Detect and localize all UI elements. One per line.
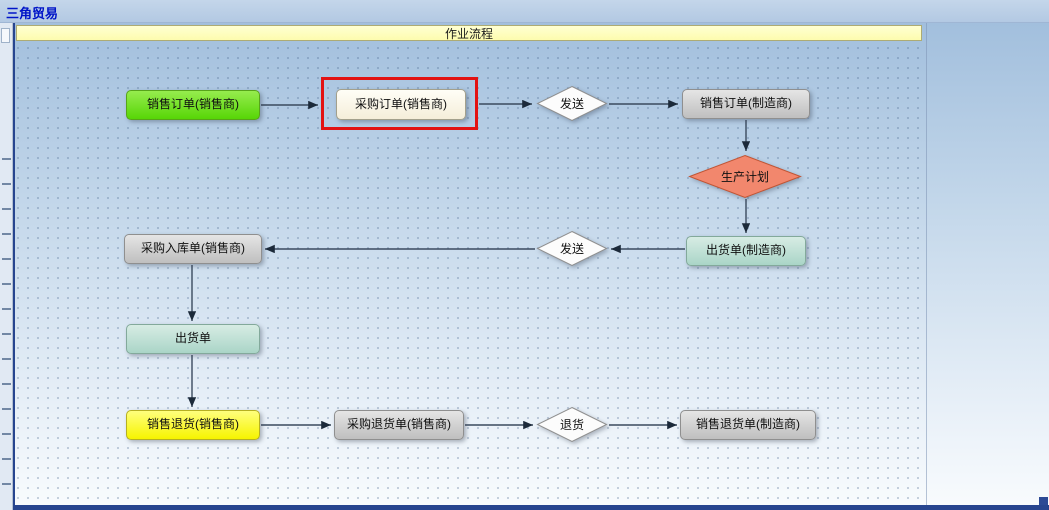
flow-node-shipment-maker[interactable]: 出货单(制造商) [686, 236, 806, 266]
scrollbar-corner [1039, 497, 1048, 505]
node-label: 采购退货单(销售商) [347, 417, 451, 432]
page-right-edge [926, 23, 927, 505]
flow-node-sales-return-maker[interactable]: 销售退货单(制造商) [680, 410, 816, 440]
node-label: 销售订单(制造商) [700, 96, 792, 111]
flow-decision-send-mid[interactable]: 发送 [536, 230, 608, 267]
canvas-bottom-border [13, 505, 1049, 510]
flow-title-label: 作业流程 [444, 26, 493, 41]
canvas-left-border [13, 23, 15, 510]
decision-label: 发送 [559, 242, 584, 256]
flow-node-shipment[interactable]: 出货单 [126, 324, 260, 354]
flow-decision-return[interactable]: 退货 [536, 406, 608, 443]
node-label: 出货单(制造商) [706, 243, 786, 258]
ruler-ticks [2, 135, 11, 507]
diamond-shape [536, 230, 608, 267]
flow-node-sales-order-maker[interactable]: 销售订单(制造商) [682, 89, 810, 119]
flow-node-sales-order-seller[interactable]: 销售订单(销售商) [126, 90, 260, 120]
node-label: 销售订单(销售商) [147, 97, 239, 112]
node-label: 出货单 [174, 331, 211, 346]
flow-node-purchase-return-seller[interactable]: 采购退货单(销售商) [334, 410, 464, 440]
flow-node-purchase-receipt-seller[interactable]: 采购入库单(销售商) [124, 234, 262, 264]
flow-decision-production-plan[interactable]: 生产计划 [688, 154, 802, 199]
node-label: 销售退货单(制造商) [696, 417, 800, 432]
flow-node-sales-return-seller[interactable]: 销售退货(销售商) [126, 410, 260, 440]
node-label: 销售退货(销售商) [147, 417, 239, 432]
flow-title-banner[interactable]: 作业流程 [16, 25, 922, 41]
title-bar: 三角贸易 [0, 0, 1049, 23]
selection-highlight [321, 77, 478, 130]
diamond-shape [536, 85, 608, 122]
ruler-handle [1, 28, 10, 43]
flow-node-purchase-order-seller[interactable]: 采购订单(销售商) [336, 89, 466, 120]
decision-label: 发送 [559, 97, 584, 111]
window-title: 三角贸易 [6, 6, 59, 21]
decision-label: 退货 [559, 418, 584, 432]
diamond-shape [688, 154, 802, 199]
decision-label: 生产计划 [720, 170, 769, 184]
node-label: 采购入库单(销售商) [141, 241, 245, 256]
flow-decision-send-top[interactable]: 发送 [536, 85, 608, 122]
left-ruler [0, 23, 13, 510]
diamond-shape [536, 406, 608, 443]
node-label: 采购订单(销售商) [355, 96, 447, 111]
